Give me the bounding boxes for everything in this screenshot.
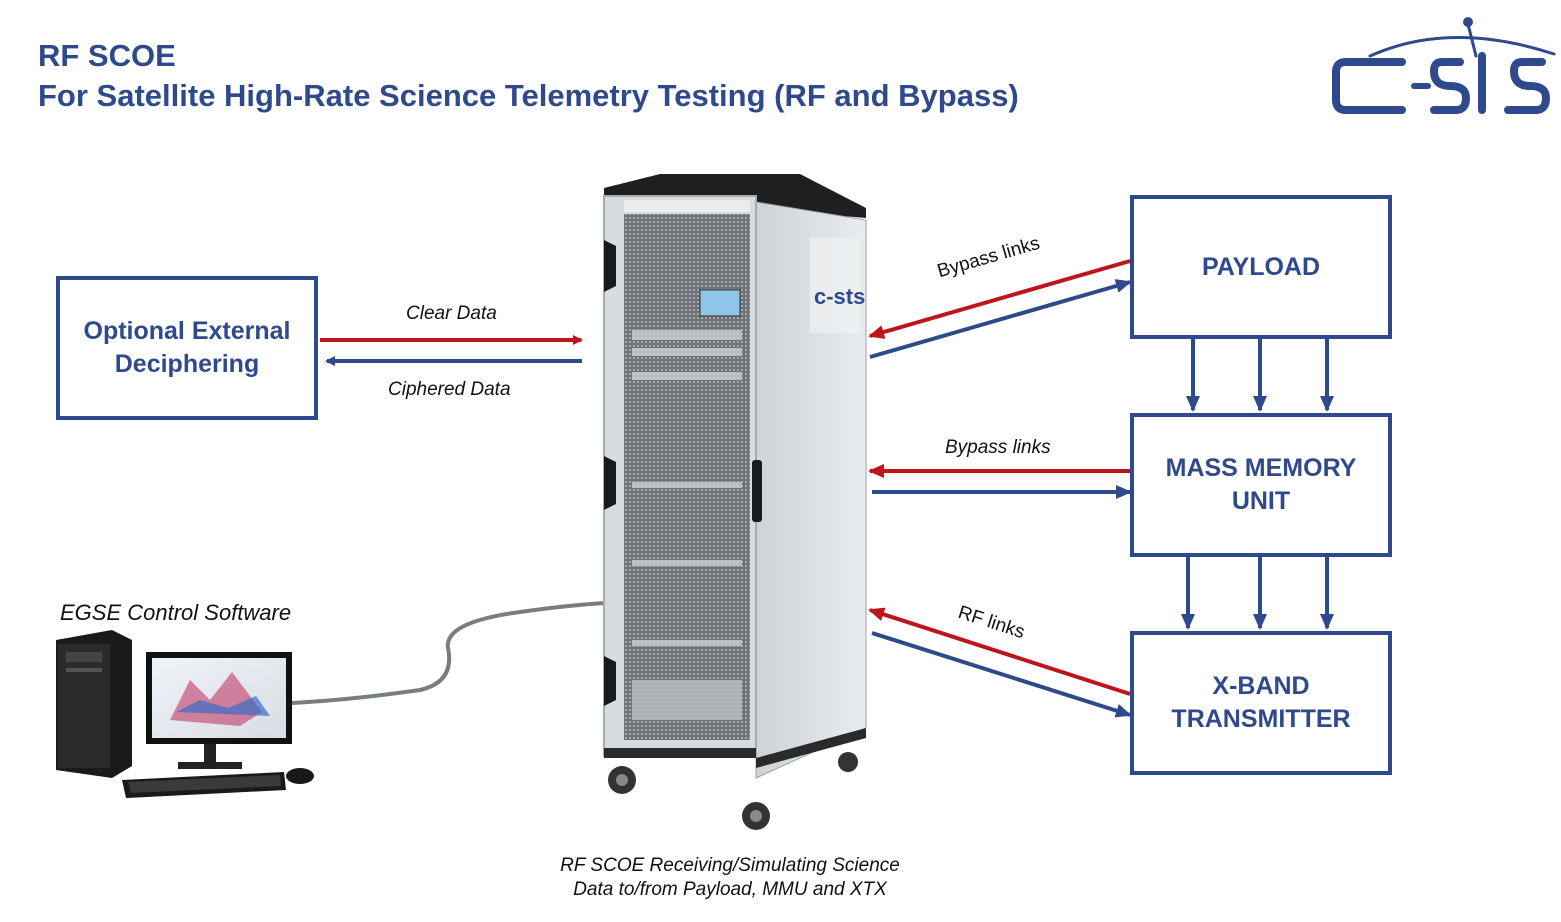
optional-external-deciphering-box: Optional External Deciphering bbox=[56, 276, 318, 420]
rack-logo-text: c-sts bbox=[814, 284, 865, 309]
optional-external-deciphering-label: Optional External Deciphering bbox=[83, 317, 291, 378]
rf-scoe-rack-cabinet: c-sts bbox=[603, 174, 867, 830]
payload-box: PAYLOAD bbox=[1130, 195, 1392, 339]
ciphered-data-label: Ciphered Data bbox=[388, 379, 511, 400]
clear-data-label: Clear Data bbox=[406, 303, 497, 324]
title-line-2: For Satellite High-Rate Science Telemetr… bbox=[38, 78, 1019, 113]
egse-cable bbox=[291, 601, 606, 705]
x-band-transmitter-label: X-BAND TRANSMITTER bbox=[1171, 672, 1351, 733]
mass-memory-unit-label: MASS MEMORY UNIT bbox=[1165, 454, 1357, 515]
rf-blue-arrow bbox=[871, 631, 1132, 718]
c-sts-logo bbox=[1332, 17, 1556, 114]
page-title: RF SCOE For Satellite High-Rate Science … bbox=[38, 36, 1019, 116]
x-band-transmitter-box: X-BAND TRANSMITTER bbox=[1130, 631, 1392, 775]
egse-control-software-label: EGSE Control Software bbox=[60, 600, 292, 625]
bypass-links-mmu-label: Bypass links bbox=[945, 437, 1051, 458]
workstation-computer-icon bbox=[56, 630, 314, 798]
rf-scoe-caption: RF SCOE Receiving/Simulating Science Dat… bbox=[560, 855, 900, 900]
payload-to-mmu-arrows bbox=[1186, 338, 1334, 412]
payload-label: PAYLOAD bbox=[1201, 252, 1321, 281]
rf-red-arrow bbox=[868, 607, 1131, 696]
bypass-payload-blue-arrow bbox=[869, 279, 1132, 359]
mmu-to-xband-arrows bbox=[1181, 557, 1334, 630]
title-line-1: RF SCOE bbox=[38, 38, 176, 73]
mass-memory-unit-box: MASS MEMORY UNIT bbox=[1130, 413, 1392, 557]
bypass-payload-red-arrow bbox=[868, 259, 1131, 339]
